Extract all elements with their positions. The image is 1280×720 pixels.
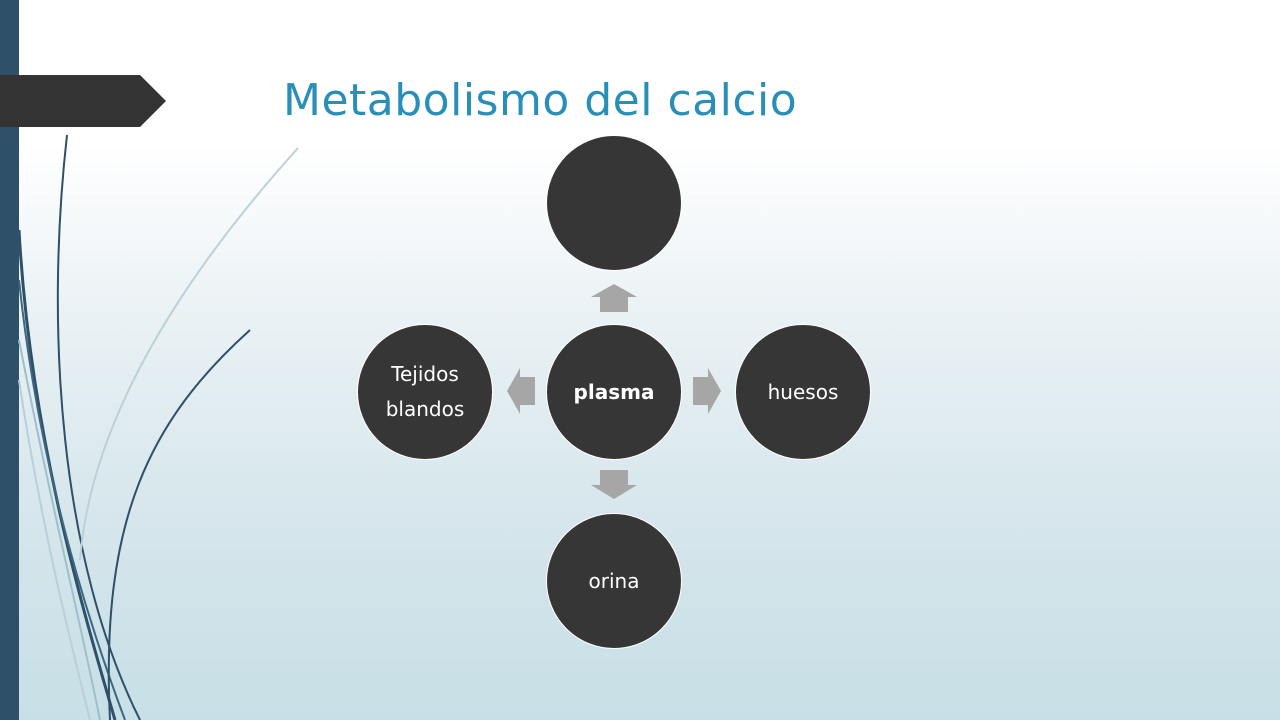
node-tejidos-blandos-label: Tejidos blandos — [386, 357, 465, 427]
slide-title: Metabolismo del calcio — [283, 75, 798, 126]
decorative-swoosh-lines — [17, 134, 299, 720]
node-orina-label: orina — [588, 568, 640, 593]
node-huesos: huesos — [735, 324, 871, 460]
left-accent-bar — [0, 0, 19, 720]
arrow-right — [693, 368, 721, 414]
node-huesos-label: huesos — [767, 379, 839, 404]
node-plasma-label: plasma — [573, 379, 655, 404]
arrow-left — [507, 368, 535, 414]
node-tejidos-line2: blandos — [385, 397, 465, 421]
node-tejidos-blandos: Tejidos blandos — [357, 324, 493, 460]
node-tejidos-line1: Tejidos — [391, 362, 459, 386]
arrow-down — [591, 470, 637, 499]
arrow-up — [591, 284, 637, 312]
title-tab-shape — [0, 75, 166, 127]
node-plasma: plasma — [546, 324, 682, 460]
node-top — [546, 135, 682, 271]
node-orina: orina — [546, 513, 682, 649]
